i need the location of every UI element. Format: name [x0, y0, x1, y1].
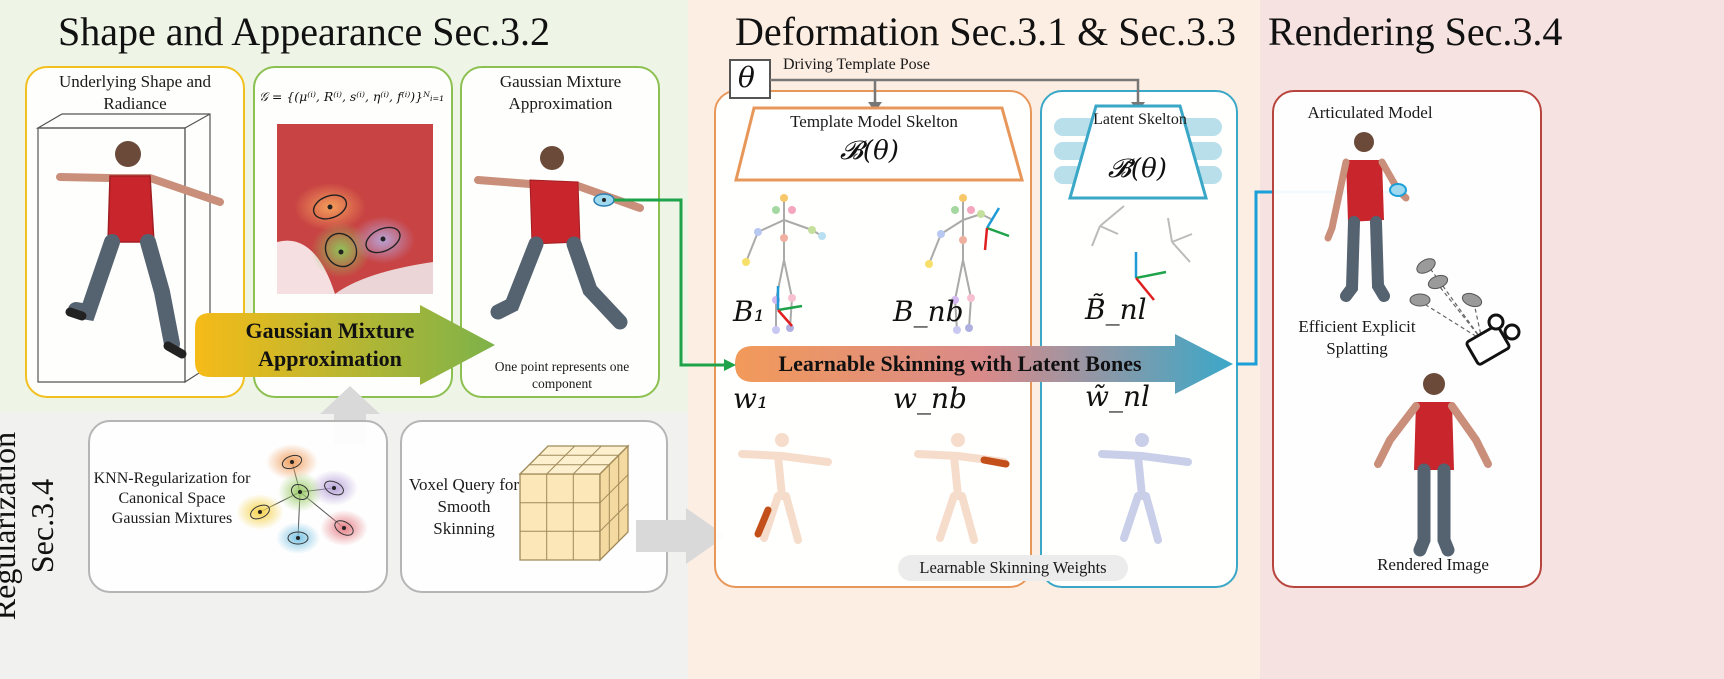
skinning-weight-wnb-figure: [914, 433, 1010, 544]
template-skeleton-b1: [742, 194, 826, 334]
driving-pose-label: Driving Template Pose: [783, 56, 931, 73]
one-point-label: One point represents one component: [494, 359, 630, 391]
grey-right-arrow: [636, 508, 726, 564]
gma-panel-label: Gaussian Mixture Approximation: [499, 72, 622, 113]
gaussian-set-formula: 𝒢 = {(μ⁽ⁱ⁾, R⁽ⁱ⁾, s⁽ⁱ⁾, η⁽ⁱ⁾, f⁽ⁱ⁾)}ᴺᵢ₌₁: [259, 89, 445, 104]
articulated-model-figure: [1324, 132, 1410, 302]
gma-banner-arrow: [195, 305, 495, 385]
rendered-image-label: Rendered Image: [1377, 555, 1489, 574]
latent-skeleton-label: Latent Skelton: [1093, 111, 1187, 128]
gaussian-zoom-illustration: [277, 124, 433, 294]
person-figure-gma: [474, 146, 644, 330]
latent-skeleton-bnl: [1091, 205, 1193, 301]
articulated-model-label: Articulated Model: [1307, 103, 1433, 122]
bone-b1-label: B₁: [733, 295, 765, 328]
weight-w1-label: w₁: [733, 382, 769, 415]
knn-gaussians-illustration: [236, 444, 368, 554]
bone-bnb-label: B_nb: [893, 295, 964, 328]
skinning-weight-wnl-figure: [1098, 433, 1192, 544]
section-title-deformation: Deformation Sec.3.1 & Sec.3.3: [735, 9, 1236, 54]
template-trapezoid: [734, 106, 1024, 182]
weight-wnl-label: w̃_nl: [1085, 380, 1150, 413]
rendered-image-figure: [1374, 373, 1492, 557]
weight-wnb-label: w_nb: [893, 382, 967, 415]
theta-symbol: θ: [738, 61, 755, 94]
voxel-grid-illustration: [518, 444, 630, 562]
skinning-weights-pill: Learnable Skinning Weights: [898, 555, 1128, 581]
underlying-shape-label: Underlying Shape and Radiance: [58, 72, 212, 113]
splatting-camera-illustration: [1409, 258, 1521, 366]
skinning-banner-label: Learnable Skinning with Latent Bones: [778, 351, 1142, 376]
template-math: 𝓑(θ): [840, 136, 899, 166]
splatting-label: Efficient Explicit Splatting: [1298, 317, 1416, 358]
section-title-rendering: Rendering Sec.3.4: [1268, 9, 1563, 54]
voxel-label: Voxel Query for Smooth Skinning: [408, 475, 520, 538]
skinning-banner-arrow: [735, 334, 1233, 394]
skinning-weight-w1-figure: [738, 433, 832, 544]
knn-label: KNN-Regularization for Canonical Space G…: [93, 470, 251, 527]
person-figure-underlying: [56, 141, 224, 359]
template-skeleton-bnb: [925, 194, 1010, 334]
template-model-label: Template Model Skelton: [790, 112, 958, 131]
section-title-shape: Shape and Appearance Sec.3.2: [58, 9, 551, 54]
latent-math: 𝓑̃(θ): [1108, 154, 1167, 184]
latent-trapezoid: [1054, 104, 1222, 200]
gma-banner-label: Gaussian Mixture Approximation: [245, 318, 415, 371]
bone-bnl-label: B̃_nl: [1085, 293, 1147, 326]
